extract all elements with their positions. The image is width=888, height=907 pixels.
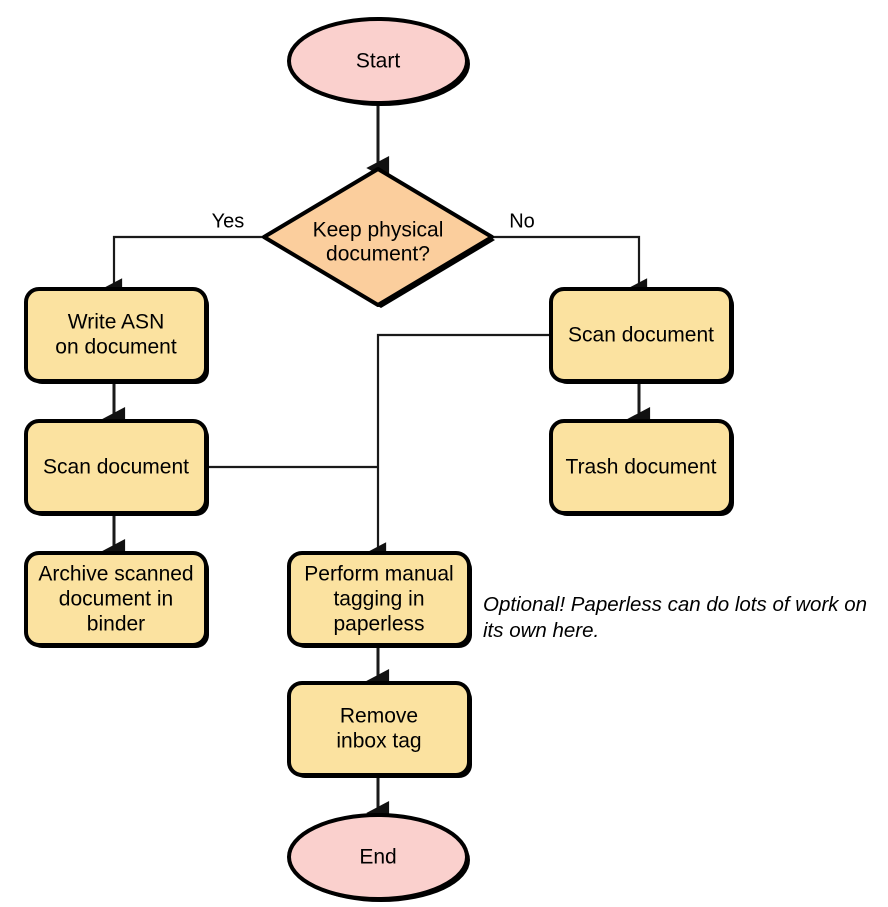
edge-decision-yes <box>105 235 264 296</box>
node-write-asn[interactable]: Write ASN on document <box>24 287 209 384</box>
node-trash[interactable]: Trash document <box>549 419 734 516</box>
node-scan-left-label: Scan document <box>43 456 189 479</box>
node-trash-label: Trash document <box>566 456 717 479</box>
annotation-line-1: Optional! Paperless can do lots of work … <box>483 593 867 616</box>
node-write-asn-label-line2: on document <box>55 336 177 359</box>
node-manual-tagging-label-line2: tagging in <box>333 588 424 611</box>
node-scan-left[interactable]: Scan document <box>24 419 209 516</box>
edge-scanright-to-tagging <box>369 333 551 560</box>
node-manual-tagging-label-line1: Perform manual <box>304 563 453 586</box>
node-decision-label-line2: document? <box>326 243 430 266</box>
edge-decision-no <box>492 235 648 296</box>
node-remove-inbox-tag[interactable]: Remove inbox tag <box>287 681 472 778</box>
node-archive-label-line1: Archive scanned <box>38 563 193 586</box>
node-end[interactable]: End <box>287 813 470 902</box>
node-scan-right-label: Scan document <box>568 324 714 347</box>
edge-label-no: No <box>509 210 535 232</box>
node-archive[interactable]: Archive scanned document in binder <box>24 551 209 648</box>
annotation-line-2: its own here. <box>483 619 599 642</box>
node-remove-inbox-tag-label-line1: Remove <box>340 705 418 728</box>
node-start[interactable]: Start <box>287 17 470 106</box>
edges-layer <box>102 104 651 825</box>
node-remove-inbox-tag-label-line2: inbox tag <box>336 730 421 753</box>
node-manual-tagging[interactable]: Perform manual tagging in paperless <box>287 551 472 648</box>
node-scan-right[interactable]: Scan document <box>549 287 734 384</box>
node-start-label: Start <box>356 50 401 73</box>
edge-label-yes: Yes <box>212 210 245 232</box>
node-archive-label-line3: binder <box>87 613 145 636</box>
node-manual-tagging-label-line3: paperless <box>333 613 424 636</box>
node-decision-label-line1: Keep physical <box>313 219 444 242</box>
node-decision[interactable]: Keep physical document? <box>262 167 495 308</box>
node-write-asn-label-line1: Write ASN <box>68 311 164 334</box>
node-end-label: End <box>359 846 396 869</box>
annotation-note: Optional! Paperless can do lots of work … <box>483 593 867 642</box>
node-archive-label-line2: document in <box>59 588 173 611</box>
